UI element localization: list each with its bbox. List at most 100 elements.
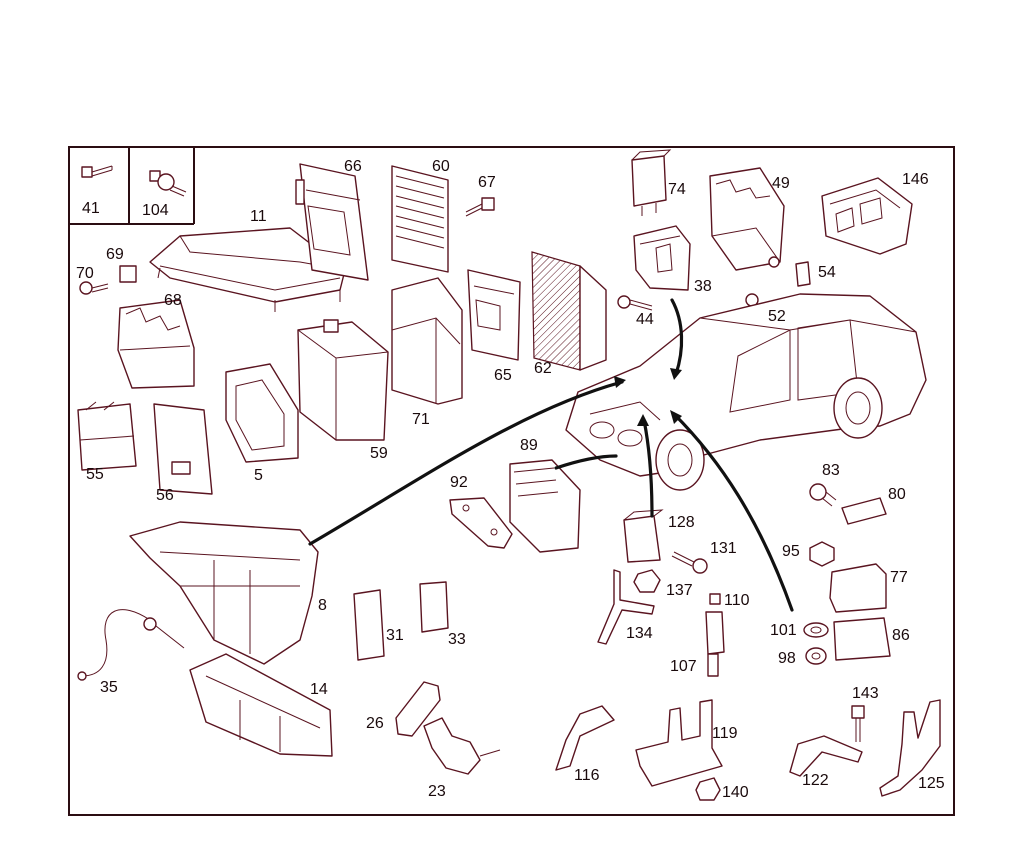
callout-80: 80 xyxy=(888,486,906,503)
control-unit-89 xyxy=(509,459,581,553)
module-59 xyxy=(297,319,389,441)
callout-54: 54 xyxy=(818,264,836,281)
callout-104: 104 xyxy=(142,202,169,219)
callout-143: 143 xyxy=(852,685,879,702)
callout-71: 71 xyxy=(412,411,430,428)
fastener-legend-box: 41 104 xyxy=(69,147,195,225)
module-49 xyxy=(709,167,785,271)
switch-107 xyxy=(705,611,725,677)
callout-55: 55 xyxy=(86,466,104,483)
callout-110: 110 xyxy=(724,592,750,609)
relay-board-68 xyxy=(117,299,195,389)
callout-68: 68 xyxy=(164,292,182,309)
callout-128: 128 xyxy=(668,514,695,531)
bracket-5 xyxy=(225,363,299,463)
callout-41: 41 xyxy=(82,200,100,217)
callout-122: 122 xyxy=(802,772,829,789)
callout-44: 44 xyxy=(636,311,654,328)
callout-131: 131 xyxy=(710,540,737,557)
callout-83: 83 xyxy=(822,462,840,479)
diagram-frame xyxy=(68,146,955,816)
callout-59: 59 xyxy=(370,445,388,462)
callout-146: 146 xyxy=(902,171,929,188)
control-unit-66 xyxy=(295,163,369,281)
control-unit-62 xyxy=(531,251,607,371)
callout-35: 35 xyxy=(100,679,118,696)
grommet-98 xyxy=(805,647,827,665)
housing-8 xyxy=(129,521,319,665)
bracket-122 xyxy=(789,735,863,777)
clip-54 xyxy=(795,261,811,287)
control-unit-60 xyxy=(391,165,449,273)
callout-5: 5 xyxy=(254,467,263,484)
screw-143 xyxy=(851,705,865,742)
screw-83 xyxy=(809,483,837,507)
cap-33 xyxy=(419,581,449,633)
elbow-26 xyxy=(395,681,441,737)
callout-38: 38 xyxy=(694,278,712,295)
callout-31: 31 xyxy=(386,627,404,644)
callout-11: 11 xyxy=(250,208,267,225)
grommet-101 xyxy=(803,622,829,638)
vehicle-outline xyxy=(565,293,927,491)
callout-8: 8 xyxy=(318,597,327,614)
callout-49: 49 xyxy=(772,175,790,192)
relay-74 xyxy=(631,149,672,216)
bracket-125 xyxy=(879,699,941,797)
bracket-119 xyxy=(635,699,723,787)
bracket-116 xyxy=(555,705,615,771)
bolt-with-washer-icon xyxy=(149,170,187,197)
cover-77 xyxy=(829,563,887,613)
cap-110 xyxy=(709,593,721,605)
callout-140: 140 xyxy=(722,784,749,801)
callout-89: 89 xyxy=(520,437,538,454)
pointer-lines xyxy=(308,298,794,612)
nut-137 xyxy=(633,569,661,593)
callout-101: 101 xyxy=(770,622,797,639)
callout-67: 67 xyxy=(478,174,496,191)
control-unit-56 xyxy=(153,403,213,495)
callout-23: 23 xyxy=(428,783,446,800)
plug-140 xyxy=(695,777,721,801)
clip-69 xyxy=(119,265,137,283)
callout-74: 74 xyxy=(668,181,686,198)
callout-56: 56 xyxy=(156,487,174,504)
control-unit-65 xyxy=(467,269,521,361)
bracket-146 xyxy=(821,177,913,255)
callout-52: 52 xyxy=(768,308,786,325)
callout-69: 69 xyxy=(106,246,124,263)
callout-125: 125 xyxy=(918,775,945,792)
callout-95: 95 xyxy=(782,543,800,560)
callout-77: 77 xyxy=(890,569,908,586)
callout-119: 119 xyxy=(712,725,738,742)
cap-31 xyxy=(353,589,385,661)
callout-26: 26 xyxy=(366,715,384,732)
control-unit-71 xyxy=(391,277,463,405)
callout-66: 66 xyxy=(344,158,362,175)
callout-107: 107 xyxy=(670,658,697,675)
fuse-box-cover xyxy=(149,227,346,312)
bracket-92 xyxy=(449,497,513,549)
relay-block-55 xyxy=(77,401,137,471)
callout-60: 60 xyxy=(432,158,450,175)
cover-86 xyxy=(833,617,891,661)
callout-98: 98 xyxy=(778,650,796,667)
bracket-134 xyxy=(597,569,655,645)
callout-65: 65 xyxy=(494,367,512,384)
callout-86: 86 xyxy=(892,627,910,644)
cable-35 xyxy=(77,609,185,681)
elbow-23 xyxy=(423,717,501,775)
callout-116: 116 xyxy=(574,767,600,784)
screw-70 xyxy=(79,281,109,295)
clip-80 xyxy=(841,497,887,525)
housing-14 xyxy=(189,653,333,757)
callout-92: 92 xyxy=(450,474,468,491)
callout-134: 134 xyxy=(626,625,653,642)
screw-67 xyxy=(465,197,495,217)
sensor-128 xyxy=(623,509,664,563)
bolt-icon xyxy=(81,165,113,178)
callout-62: 62 xyxy=(534,360,552,377)
screw-44 xyxy=(617,295,653,311)
callout-137: 137 xyxy=(666,582,693,599)
